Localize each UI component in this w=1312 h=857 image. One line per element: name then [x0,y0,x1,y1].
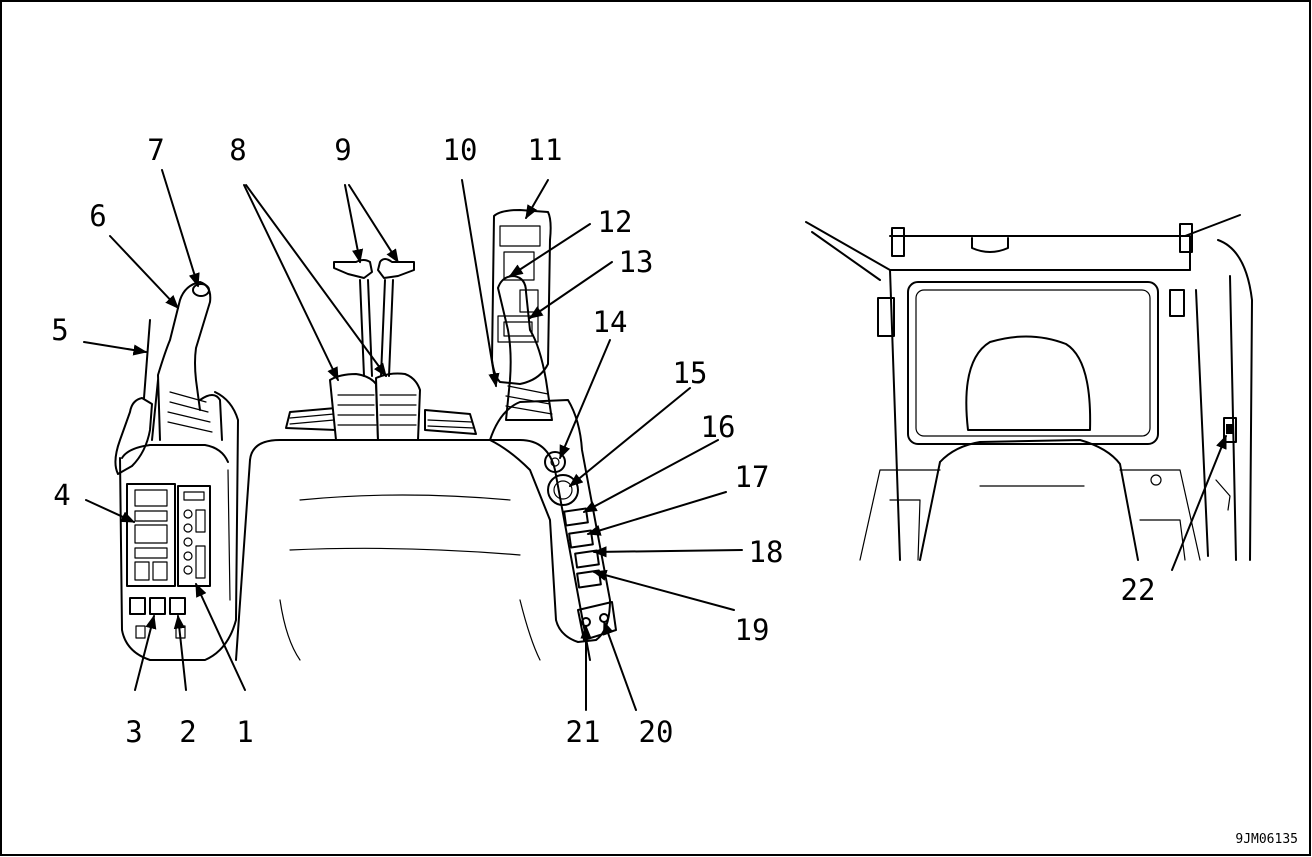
label-11: 11 [528,133,563,167]
label-10: 10 [443,133,478,167]
leader-3 [134,614,157,691]
leader-9a [344,184,364,264]
label-13: 13 [619,245,654,279]
label-9: 9 [334,133,351,167]
label-6: 6 [89,199,106,233]
reference-code: 9JM06135 [1235,832,1298,847]
leader-14 [559,339,611,460]
label-7: 7 [147,133,164,167]
leader-17 [586,491,727,536]
seat-illustration [235,439,591,661]
travel-pedals-illustration [285,258,477,441]
leader-19 [592,569,735,611]
right-console-illustration [489,209,617,643]
label-2: 2 [179,715,196,749]
leader-12 [508,223,591,277]
label-15: 15 [673,356,708,390]
leader-7 [161,169,200,288]
leader-20 [603,620,637,711]
leader-15 [568,387,691,487]
label-17: 17 [735,460,770,494]
label-5: 5 [51,313,68,347]
callout-labels: 1 2 3 4 5 6 7 8 9 10 11 12 13 14 15 16 1… [51,133,1155,749]
leader-18 [592,546,743,558]
leader-6 [109,235,179,310]
label-12: 12 [598,205,633,239]
cab-rear-view-illustration [805,214,1253,561]
leader-13 [528,261,613,319]
leader-16 [582,439,719,513]
label-4: 4 [53,478,70,512]
label-16: 16 [701,410,736,444]
leader-22 [1171,434,1227,571]
leader-10 [461,179,500,388]
label-19: 19 [735,613,770,647]
label-14: 14 [593,305,628,339]
leader-4 [85,499,136,523]
leader-2 [173,614,187,691]
leader-5 [83,341,148,356]
label-18: 18 [749,535,784,569]
label-22: 22 [1121,573,1156,607]
label-1: 1 [236,715,253,749]
leader-8a [243,184,339,382]
label-8: 8 [229,133,246,167]
leader-1 [195,582,246,691]
label-20: 20 [639,715,674,749]
leader-8b [245,184,387,378]
leader-9b [348,184,399,264]
leader-11 [525,179,549,220]
leader-lines [83,169,1227,711]
label-3: 3 [125,715,142,749]
label-21: 21 [566,715,601,749]
left-console-illustration [114,281,239,661]
